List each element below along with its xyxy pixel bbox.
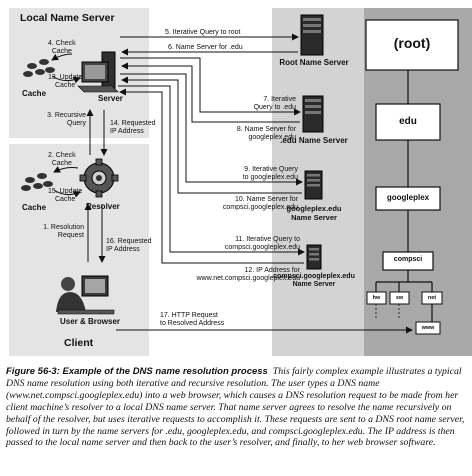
www-node [415, 321, 441, 335]
step8-label: 8. Name Server for googleplex.edu [236, 126, 296, 141]
step16-label: 16. Requested IP Address [106, 238, 152, 253]
arrow-step7 [120, 57, 301, 116]
hw-node [366, 291, 387, 305]
googleplex-server-label: googleplex.edu Name Server [286, 204, 342, 222]
step3-label: 3. Recursive Query [47, 112, 86, 127]
step4-label: 4. Check Cache [48, 40, 76, 55]
arrow-step13 [51, 75, 81, 84]
arrow-step12 [119, 88, 304, 264]
arrow-step11 [118, 85, 305, 256]
step10-label: 10. Name Server for compsci.googleplex.e… [222, 196, 298, 211]
caption-text: This fairly complex example illustrates … [6, 366, 465, 449]
arrow-step10 [121, 76, 302, 194]
edu-node [375, 103, 441, 141]
cache-label-local: Cache [22, 89, 47, 98]
net-node [421, 291, 443, 305]
root-node [365, 19, 459, 71]
step9-label: 9. Iterative Query to googleplex.edu [242, 166, 298, 181]
client-cache-icon [21, 173, 53, 191]
compsci-node [382, 251, 434, 271]
net-node-label: net [427, 295, 437, 301]
dns-resolution-diagram: Local Name Server Client Server Resolver… [9, 8, 472, 356]
local-cache-icon [23, 59, 55, 77]
googleplex-node [375, 186, 441, 211]
root-node-label: (root) [393, 35, 431, 51]
step11-label: 11. Iterative Query to compsci.googleple… [224, 236, 300, 251]
arrow-step2 [53, 166, 79, 173]
arrow-step8 [121, 62, 300, 123]
arrow-step15 [53, 189, 81, 198]
step13-label: 13. Update Cache [48, 74, 83, 89]
hw-node-label: hw [372, 295, 381, 301]
client-title: Client [64, 337, 94, 349]
arrow-step4 [51, 53, 73, 61]
googleplex-node-label: googleplex [386, 193, 430, 202]
step17-label: 17. HTTP Request to Resolved Address [160, 312, 225, 327]
user-browser-label: User & Browser [60, 317, 121, 326]
local-name-server-title: Local Name Server [20, 12, 115, 24]
local-server-computer-icon [77, 51, 119, 93]
figure-caption: Figure 56-3: Example of the DNS name res… [6, 366, 466, 449]
edu-node-label: edu [399, 116, 417, 127]
www-node-label: www [421, 325, 435, 331]
edu-name-server-icon [302, 95, 324, 133]
googleplex-name-server-icon [304, 170, 323, 200]
caption-title: Figure 56-3: Example of the DNS name res… [6, 366, 268, 377]
cache-label-client: Cache [22, 203, 47, 212]
tree-connectors [375, 70, 433, 322]
step5-label: 5. Iterative Query to root [165, 29, 241, 36]
step6-label: 6. Name Server for .edu [168, 44, 243, 51]
user-browser-icon [56, 275, 115, 315]
step2-label: 2. Check Cache [48, 152, 76, 167]
edu-server-label: .edu Name Server [280, 136, 348, 145]
step14-label: 14. Requested IP Address [110, 120, 156, 135]
root-server-label: Root Name Server [279, 58, 349, 67]
sw-node-label: sw [395, 295, 404, 301]
resolver-gear-icon [79, 158, 119, 198]
step7-label: 7. Iterative Query to .edu [253, 96, 296, 111]
step12-label: 12. IP Address for www.net.compsci.googl… [196, 267, 300, 282]
server-label: Server [98, 94, 123, 103]
compsci-name-server-icon [306, 244, 322, 270]
compsci-server-label: compsci.googleplex.edu Name Server [273, 273, 355, 288]
compsci-node-label: compsci [393, 256, 423, 263]
root-name-server-icon [300, 14, 324, 56]
resolver-label: Resolver [86, 202, 120, 211]
step1-label: 1. Resolution Request [43, 224, 84, 239]
arrow-step9 [120, 73, 303, 186]
sw-node [389, 291, 410, 305]
diagram-canvas [9, 8, 472, 356]
step15-label: 15. Update Cache [48, 188, 83, 203]
